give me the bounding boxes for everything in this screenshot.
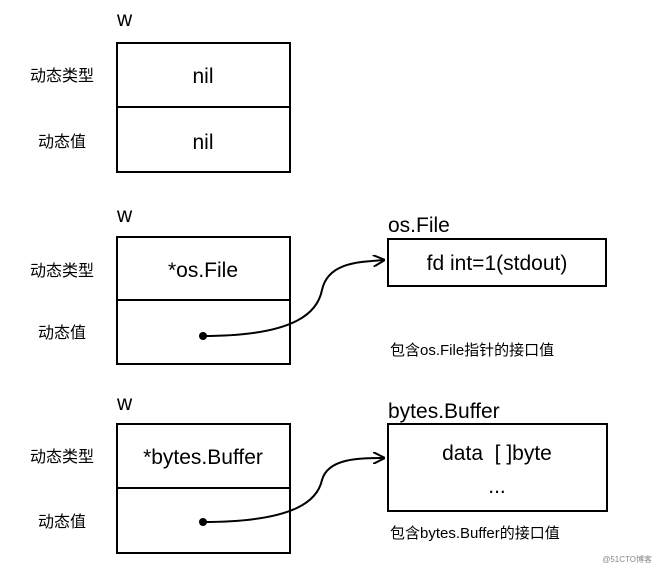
iface-buffer-type-value: *bytes.Buffer: [143, 446, 263, 469]
iface-nil-group: w 动态类型 动态值 nil nil: [30, 8, 291, 173]
buffer-line2: ...: [488, 475, 506, 498]
iface-osfile-var-name: w: [116, 204, 133, 227]
iface-buffer-value-label: 动态值: [38, 513, 86, 531]
iface-osfile-type-label: 动态类型: [30, 262, 94, 280]
iface-buffer-pointer-arrow: [202, 458, 384, 523]
iface-nil-type-value: nil: [192, 65, 213, 88]
osfile-type-name: os.File: [388, 214, 450, 237]
iface-osfile-pointer-arrow: [202, 260, 384, 337]
iface-nil-var-name: w: [116, 8, 133, 31]
buffer-caption: 包含bytes.Buffer的接口值: [390, 525, 560, 542]
buffer-type-name: bytes.Buffer: [388, 400, 500, 423]
iface-osfile-type-value: *os.File: [168, 259, 238, 282]
iface-osfile-value-label: 动态值: [38, 324, 86, 342]
iface-buffer-var-name: w: [116, 392, 133, 415]
watermark: @51CTO博客: [602, 554, 652, 564]
iface-osfile-group: w 动态类型 动态值 *os.File: [30, 204, 384, 365]
buffer-box: [387, 423, 608, 512]
iface-nil-value-label: 动态值: [38, 133, 86, 151]
osfile-box: [387, 238, 607, 287]
iface-buffer-type-label: 动态类型: [30, 448, 94, 466]
osfile-target-group: os.File fd int=1(stdout) 包含os.File指针的接口值: [387, 214, 607, 359]
iface-nil-type-label: 动态类型: [30, 67, 94, 85]
iface-buffer-group: w 动态类型 动态值 *bytes.Buffer: [30, 392, 384, 554]
buffer-target-group: bytes.Buffer data [ ]byte ... 包含bytes.Bu…: [387, 400, 608, 542]
buffer-line1: data [ ]byte: [442, 442, 552, 465]
osfile-content: fd int=1(stdout): [427, 252, 568, 275]
iface-nil-value-value: nil: [192, 131, 213, 154]
osfile-caption: 包含os.File指针的接口值: [390, 342, 554, 359]
